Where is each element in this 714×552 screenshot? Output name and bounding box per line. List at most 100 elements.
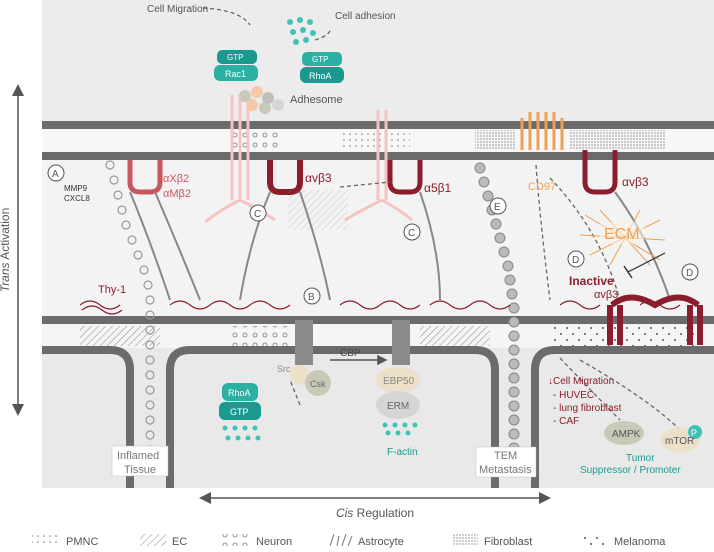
inflamed-line1: Inflamed: [117, 450, 159, 462]
right-item-2: - lung fibroblast: [553, 403, 622, 414]
marker-b: B: [308, 292, 315, 303]
ebp50-label: EBP50: [383, 376, 415, 387]
cell-boundary-middle: [166, 346, 499, 488]
mtor-label: mTOR: [665, 436, 694, 447]
mmp9-label: MMP9: [64, 184, 88, 193]
adhesome-label: Adhesome: [290, 94, 343, 106]
tem-line1: TEM: [494, 450, 517, 462]
cell-boundary-left: [42, 346, 134, 488]
thy1-molecules: [79, 300, 681, 315]
integrin-avb3-right: [582, 150, 618, 195]
ligand-tethers: [129, 191, 671, 301]
rac1-label: Rac1: [225, 69, 246, 79]
legend-pmnc: PMNC: [66, 536, 98, 548]
inhibition-bar: [623, 265, 633, 279]
legend-swatch-melanoma: [580, 534, 606, 546]
integrin-axb2: [127, 160, 163, 195]
a5-b1-label: α5β1: [424, 181, 452, 195]
gtp-top-label: GTP: [227, 53, 243, 62]
cd97-label: CD97: [528, 181, 556, 193]
legend-swatch-fibroblast: [452, 534, 478, 546]
marker-c1: C: [254, 209, 261, 220]
integrin-a5b1: [387, 160, 423, 195]
src-anchor: [295, 320, 313, 365]
erm-node: [376, 391, 420, 419]
cbp-anchor: [392, 320, 410, 365]
gtp-lower-label: GTP: [230, 407, 249, 417]
rhoa-top-label: RhoA: [309, 71, 332, 81]
ebp50-node: [376, 367, 420, 393]
legend-ec: EC: [172, 536, 187, 548]
csk-label: Csk: [310, 379, 326, 389]
cell-boundary-right: [531, 346, 714, 488]
ec-texture-1: [80, 326, 160, 346]
right-item-3: - CAF: [553, 416, 579, 427]
gtp-lower-box: [219, 402, 261, 420]
ecm-mesh-small: [288, 190, 348, 230]
factin-label: F-actin: [387, 447, 418, 458]
marker-a: A: [52, 169, 59, 180]
inflamed-line2: Tissue: [124, 464, 156, 476]
cd97-receptor: [520, 112, 564, 150]
tumor-line2: Suppressor / Promoter: [580, 465, 681, 476]
inhibition-line: [627, 252, 666, 273]
ec-texture-2: [420, 326, 490, 346]
thy1-label: Thy-1: [98, 284, 126, 296]
tem-line2: Metastasis: [479, 464, 532, 476]
migrating-cells-right: [474, 162, 520, 454]
factin-dots-left: [222, 425, 261, 441]
cis-axis-left: [199, 492, 211, 504]
marker-circles: [47, 164, 699, 305]
trans-activation-label: Trans Activation: [0, 208, 12, 293]
gtp-top-right-box: [302, 52, 342, 66]
cbp-label: CBP: [340, 348, 361, 359]
marker-d1: D: [572, 255, 579, 266]
legend-melanoma: Melanoma: [614, 536, 666, 548]
fibroblast-texture-2: [570, 130, 665, 150]
legend-swatch-neuron: [222, 534, 248, 546]
adhesome-cluster: [239, 86, 284, 114]
cis-regulation-label: Cis Regulation: [336, 506, 414, 520]
csk-node: [305, 370, 331, 396]
legend-swatch-ec: [140, 534, 166, 546]
legend-neuron: Neuron: [256, 536, 292, 548]
erm-label: ERM: [387, 401, 409, 412]
legend: PMNC EC Neuron Astrocyte Fibroblast Mela…: [32, 533, 666, 548]
ecm-label-bg: [600, 222, 644, 244]
ecm-label: ECM: [604, 226, 640, 243]
legend-fibroblast: Fibroblast: [484, 536, 532, 548]
cis-axis-right: [539, 492, 551, 504]
neuron-texture-lower: [230, 326, 290, 346]
inactive-avb3-label: αvβ3: [594, 289, 618, 301]
p-label: P: [691, 428, 697, 438]
marker-e: E: [494, 202, 501, 213]
ax-b2-label: αXβ2: [163, 173, 189, 185]
signal-paths: [202, 7, 681, 431]
tumor-line1: Tumor: [626, 453, 655, 464]
p-node: [688, 425, 702, 439]
right-cell-migration: ↓Cell Migration: [548, 376, 614, 387]
legend-astrocyte: Astrocyte: [358, 536, 404, 548]
trans-axis-down: [12, 404, 24, 416]
cxcl8-label: CXCL8: [64, 194, 90, 203]
lower-membrane-outer: [42, 316, 714, 324]
av-b3-label: αvβ3: [305, 171, 332, 185]
trans-axis-up: [12, 84, 24, 96]
marker-c2: C: [408, 228, 415, 239]
src-node: [290, 365, 310, 385]
cell-adhesion-label: Cell adhesion: [335, 11, 396, 22]
rhoa-lower-label: RhoA: [228, 388, 251, 398]
rac1-box: [214, 65, 258, 81]
av-b3-right-label: αvβ3: [622, 175, 649, 189]
integrin-avb3: [267, 160, 303, 195]
upper-cell-region: [42, 0, 714, 125]
rhoa-lower-box: [222, 383, 258, 401]
legend-swatch-pmnc: [32, 534, 58, 546]
src-label: Src: [277, 364, 291, 374]
adhesion-dots: [287, 17, 316, 45]
ampk-node: [604, 421, 644, 445]
gtp-top-box: [217, 50, 257, 64]
label-bgs: [111, 445, 537, 478]
legend-swatch-astrocyte: [329, 533, 353, 547]
